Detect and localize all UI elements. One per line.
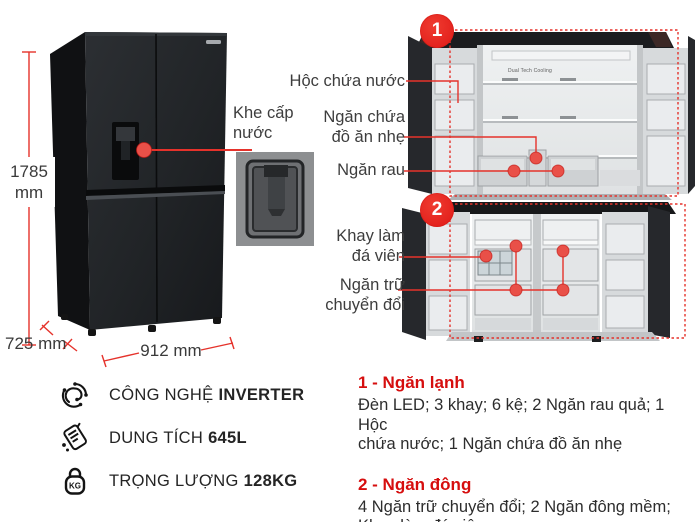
height-value: 1785 xyxy=(10,162,48,181)
kg-icon-text: KG xyxy=(69,482,81,491)
marker-freezer-badge: 2 xyxy=(420,193,454,227)
spec-label: TRỌNG LƯỢNG xyxy=(109,471,239,490)
height-unit: mm xyxy=(14,183,44,202)
water-slot-callout-label: Khe cấp nước xyxy=(233,104,294,142)
height-dimension-label: 1785 mm xyxy=(3,157,55,207)
compartment-descriptions: 1 - Ngăn lạnh Đèn LED; 3 khay; 6 kệ; 2 N… xyxy=(358,373,680,522)
spec-value: 645L xyxy=(208,428,247,447)
depth-dimension-label: 725 mm xyxy=(5,334,67,353)
spec-label: DUNG TÍCH xyxy=(109,428,204,447)
freezer-diagram xyxy=(402,202,676,342)
label-water-box: Hộc chứa nước xyxy=(289,72,405,90)
interior-brand-text: Dual Tech Cooling xyxy=(508,68,552,74)
inverter-icon xyxy=(61,382,88,408)
weight-icon: KG xyxy=(64,467,86,495)
cooler-section-body: Đèn LED; 3 khay; 6 kệ; 2 Ngăn rau quả; 1… xyxy=(358,396,665,453)
label-convertible-box: Ngăn trữ chuyển đổi xyxy=(325,276,405,314)
label-snack-box: Ngăn chứa đồ ăn nhẹ xyxy=(323,108,405,146)
label-vegetable-box: Ngăn rau xyxy=(337,161,405,179)
label-ice-tray: Khay làm đá viên xyxy=(336,227,405,265)
spec-label: CÔNG NGHỆ xyxy=(109,385,214,404)
spec-value: 128KG xyxy=(243,471,298,490)
freezer-section-heading: 2 - Ngăn đông xyxy=(358,474,472,494)
capacity-icon xyxy=(62,422,87,452)
marker-cooler-badge: 1 xyxy=(420,14,454,48)
width-dimension-label: 912 mm xyxy=(140,341,202,360)
cooler-diagram xyxy=(408,32,695,200)
ice-tray-detail xyxy=(477,250,513,276)
spec-value: INVERTER xyxy=(218,385,305,404)
dispenser-inset-image xyxy=(236,152,314,246)
product-fridge-illustration xyxy=(50,32,227,336)
freezer-section-body: 4 Ngăn trữ chuyển đổi; 2 Ngăn đông mềm; … xyxy=(358,497,671,522)
cooler-section-heading: 1 - Ngăn lạnh xyxy=(358,373,465,392)
